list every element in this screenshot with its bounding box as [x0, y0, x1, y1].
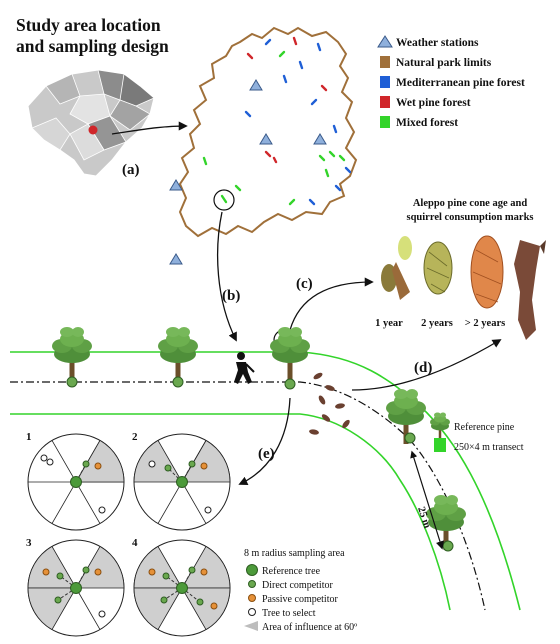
legend-direct-competitor: Direct competitor: [262, 580, 333, 591]
study-site-marker: [88, 125, 98, 135]
arrow-a: [111, 121, 188, 135]
step-label-e: (e): [258, 446, 275, 462]
legend-swatch-wet-pine: [380, 96, 390, 108]
arrow-e: [238, 397, 291, 486]
catalonia-locator-map: [27, 69, 155, 177]
legend-natural-park-limits: Natural park limits: [396, 57, 492, 69]
map-legend: Weather stations Natural park limits Med…: [377, 35, 525, 129]
step-label-c: (c): [296, 276, 313, 292]
cone-images: [381, 235, 546, 340]
cones-title-line-2: squirrel consumption marks: [407, 212, 534, 223]
sampling-legend: 8 m radius sampling area Reference tree …: [244, 548, 357, 633]
sampling-panel-4: [133, 539, 231, 637]
figure-title-line-2: and sampling design: [16, 36, 169, 56]
area-of-influence-icon: [244, 621, 258, 631]
arrow-c: [289, 277, 374, 331]
transect-legend: Reference pine 250×4 m transect: [430, 412, 524, 453]
legend-weather-stations: Weather stations: [396, 37, 479, 49]
legend-mediterranean-pine: Mediterranean pine forest: [396, 77, 525, 89]
step-label-d: (d): [414, 360, 432, 376]
step-label-b: (b): [222, 288, 240, 304]
legend-reference-tree: Reference tree: [262, 566, 321, 577]
legend-passive-competitor: Passive competitor: [262, 594, 338, 605]
hiker-figure: [234, 352, 255, 384]
legend-wet-pine: Wet pine forest: [396, 97, 471, 109]
natural-park-boundary: [178, 26, 358, 238]
reference-tree-icon: [246, 564, 258, 576]
weather-station-icon: [377, 35, 393, 48]
forest-patches: [202, 36, 352, 206]
cone-age-over-2-years: > 2 years: [465, 318, 505, 329]
tree-to-select-icon: [248, 608, 256, 616]
cones-title-line-1: Aleppo pine cone age and: [413, 198, 528, 209]
arrow-b: [216, 211, 237, 342]
direct-competitor-icon: [248, 580, 256, 588]
sampling-legend-title: 8 m radius sampling area: [244, 548, 345, 559]
legend-reference-pine: Reference pine: [454, 422, 515, 433]
panel-number-3: 3: [26, 537, 32, 549]
arrow-d: [351, 339, 502, 391]
legend-tree-to-select: Tree to select: [262, 608, 316, 619]
figure-title-line-1: Study area location: [16, 15, 161, 35]
legend-mixed-forest: Mixed forest: [396, 117, 458, 129]
sampling-panel-1: [27, 433, 125, 531]
weather-stations: [169, 79, 327, 265]
legend-swatch-natural-park: [380, 56, 390, 68]
legend-swatch-mediterranean: [380, 76, 390, 88]
ground-cones: [309, 372, 350, 435]
legend-transect-swatch: [434, 438, 446, 452]
passive-competitor-icon: [248, 594, 256, 602]
panel-number-1: 1: [26, 431, 32, 443]
sampling-panel-2: [133, 433, 231, 531]
panel-number-4: 4: [132, 537, 138, 549]
panel-number-2: 2: [132, 431, 138, 443]
selected-plot-circle: [213, 189, 235, 211]
step-label-a: (a): [122, 162, 140, 178]
cone-age-2-years: 2 years: [421, 318, 453, 329]
legend-area-of-influence: Area of influence at 60º: [262, 622, 357, 633]
legend-swatch-mixed: [380, 116, 390, 128]
legend-transect: 250×4 m transect: [454, 442, 524, 453]
sampling-panel-3: [27, 539, 125, 637]
cone-age-1-year: 1 year: [375, 318, 403, 329]
transect-trees: [52, 327, 466, 550]
reference-pine-markers: [66, 376, 454, 552]
distance-arrow: [410, 450, 445, 550]
